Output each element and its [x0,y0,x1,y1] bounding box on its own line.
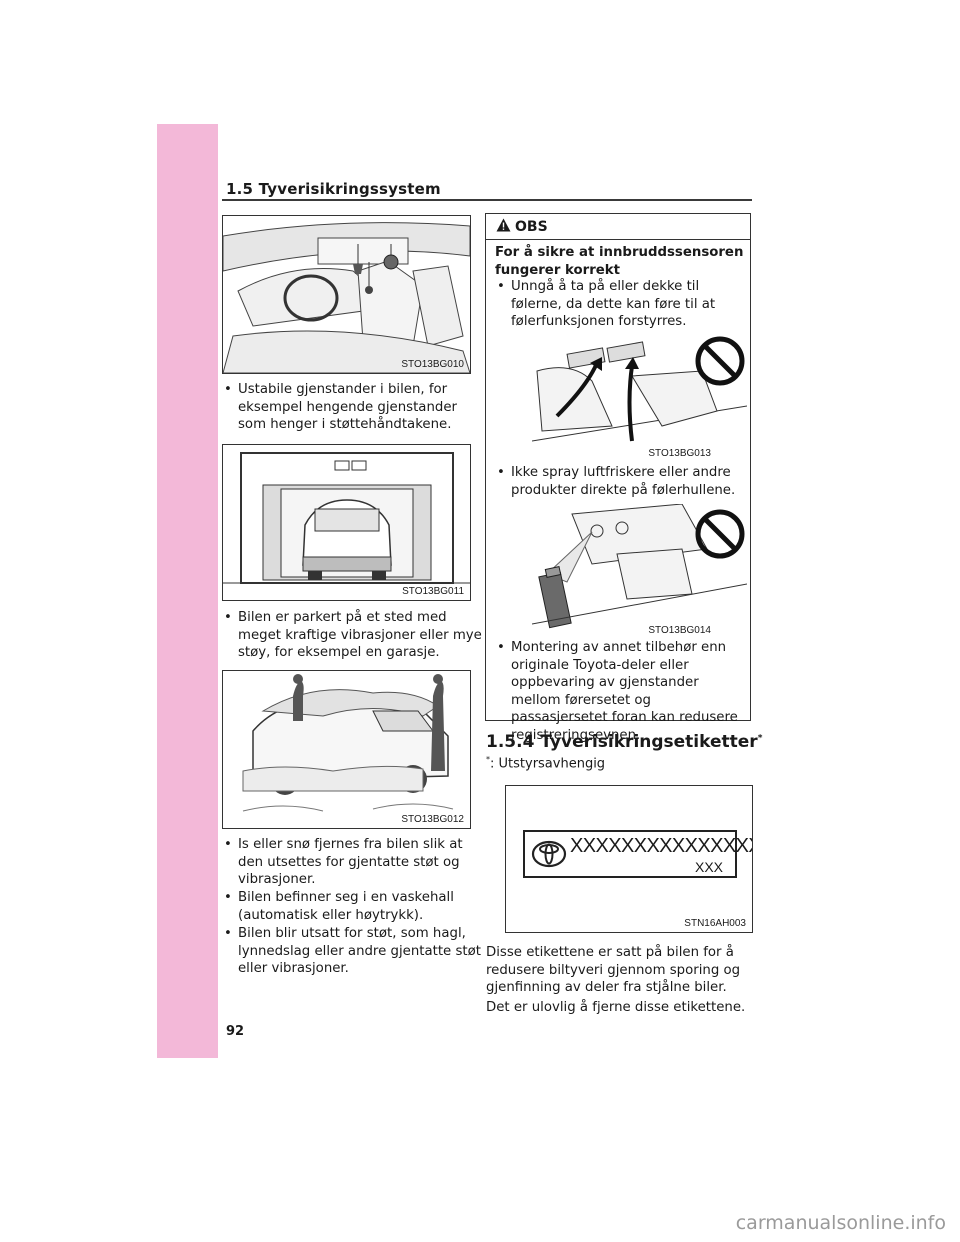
subsection-marker: * [757,733,763,744]
subsection-title: 1.5.4 Tyverisikringsetiketter [486,732,758,752]
obs-header: OBS [486,214,750,240]
figure-interior-hanging-objects: STO13BG010 [222,215,471,374]
bullet-car-wash: Bilen befinner seg i en vaskehall (autom… [222,889,488,924]
watermark-text: carmanualsonline.info [735,1212,946,1234]
interior-illustration [223,222,470,373]
section-divider [222,199,752,201]
figure-code: STO13BG010 [401,359,464,370]
page-number: 92 [226,1024,245,1039]
figure-spray-sensor: STO13BG014 [531,503,748,636]
subsection-heading: 1.5.4 Tyverisikringsetiketter* [486,732,762,752]
footnote-text: : Utstyrsavhengig [490,756,606,772]
bullet-impact: Bilen blir utsatt for støt, som hagl, ly… [222,925,488,978]
obs-bullet-dont-cover: Unngå å ta på eller dekke til følerne, d… [495,278,743,331]
obs-label: OBS [515,218,548,235]
label-code-small: XXX [694,859,723,875]
snow-removal-illustration [242,674,454,812]
warning-triangle-icon [496,218,511,236]
bullet-snow-ice: Is eller snø fjernes fra bilen slik at d… [222,836,488,889]
paragraph-illegal-removal: Det er ulovlig å fjerne disse etikettene… [486,1000,746,1015]
sensor-touch-illustration [531,336,748,442]
subsection-footnote: *: Utstyrsavhengig [486,755,605,771]
bullet-parked-vibration: Bilen er parkert på et sted med meget kr… [222,609,488,662]
figure-code: STO13BG012 [401,814,464,825]
figure-code: STN16AH003 [684,918,746,929]
paragraph-label-purpose: Disse etikettene er satt på bilen for å … [486,945,741,995]
figure-car-in-car-wash: STO13BG011 [222,444,471,601]
figure-snow-removal: STO13BG012 [222,670,471,829]
car-wash-illustration [223,452,470,584]
bullet-unstable-objects: Ustabile gjenstander i bilen, for eksemp… [222,381,488,434]
toyota-logo-icon [531,840,567,868]
section-title: 1.5 Tyverisikringssystem [226,180,441,198]
chapter-tab-strip [157,124,218,1058]
footnote-marker: * [486,755,490,764]
figure-code: STO13BG011 [402,586,464,597]
obs-bullet-accessories: Montering av annet tilbehør enn original… [495,639,751,744]
obs-heading: For å sikre at innbruddssensoren fungere… [495,245,744,278]
spray-sensor-illustration [531,503,748,629]
figure-code: STO13BG013 [648,448,711,459]
obs-bullet-no-spray: Ikke spray luftfriskere eller andre prod… [495,464,751,499]
figure-code: STO13BG014 [648,625,711,636]
obs-caution-box: OBS For å sikre at innbruddssensoren fun… [485,213,751,743]
figure-sensor-touch: STO13BG013 [531,331,748,459]
